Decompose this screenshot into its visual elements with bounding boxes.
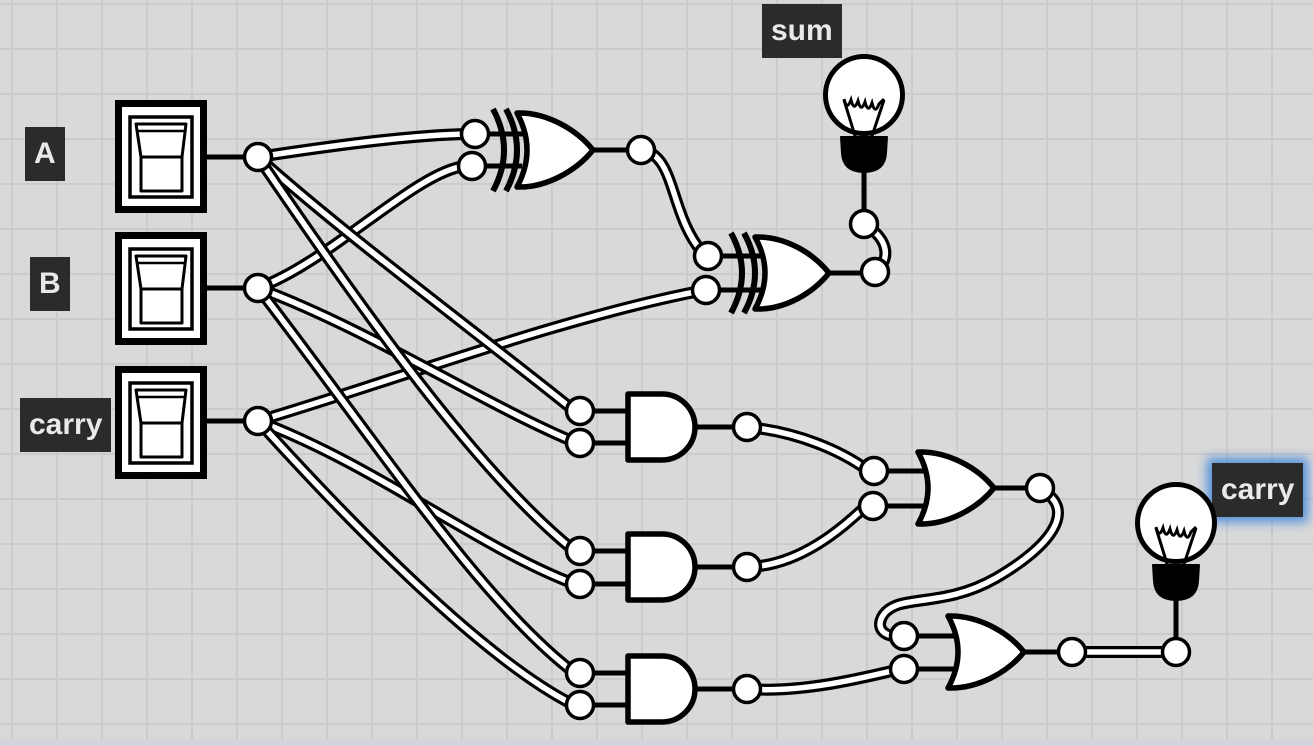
port-switch-carry-out[interactable]	[242, 405, 274, 437]
sum-bulb[interactable]	[823, 54, 905, 173]
port-and1-out[interactable]	[731, 411, 763, 443]
and-gate-1[interactable]	[625, 391, 698, 463]
port-xor2-out[interactable]	[859, 256, 891, 288]
wire-b-and3[interactable]	[252, 282, 578, 677]
label-input-a[interactable]: A	[25, 127, 65, 181]
label-input-b[interactable]: B	[30, 257, 70, 311]
or-gate-2[interactable]	[945, 613, 1027, 691]
wire-b-xor1[interactable]	[252, 160, 471, 294]
wires	[252, 128, 1174, 710]
port-carry-bulb-in[interactable]	[1160, 636, 1192, 668]
port-xor2-in1[interactable]	[692, 240, 724, 272]
label-sum-out[interactable]: sum	[762, 4, 842, 58]
xor-gate-2[interactable]	[728, 231, 832, 315]
canvas-bottom-edge	[0, 739, 1313, 746]
wire-a-and1[interactable]	[252, 151, 578, 415]
wire-xor1-xor2[interactable]	[635, 144, 708, 258]
toggle-switch-carry[interactable]	[115, 366, 207, 479]
port-and3-in2[interactable]	[564, 689, 596, 721]
port-sum-bulb-in[interactable]	[848, 208, 880, 240]
port-or2-in2[interactable]	[888, 653, 920, 685]
toggle-switch-a[interactable]	[115, 100, 207, 213]
port-and2-out[interactable]	[731, 551, 763, 583]
port-and3-in1[interactable]	[564, 657, 596, 689]
and-gate-3[interactable]	[625, 653, 698, 725]
port-or1-out[interactable]	[1024, 472, 1056, 504]
port-xor1-in2[interactable]	[456, 150, 488, 182]
carry-bulb[interactable]	[1135, 482, 1217, 601]
and-gate-2[interactable]	[625, 531, 698, 603]
label-carry-out[interactable]: carry	[1212, 463, 1304, 517]
port-and1-in1[interactable]	[564, 395, 596, 427]
wire-and3-or2[interactable]	[741, 664, 902, 696]
port-switch-b-out[interactable]	[242, 272, 274, 304]
toggle-switch-b[interactable]	[115, 232, 207, 345]
port-or1-in2[interactable]	[857, 490, 889, 522]
port-xor2-in2[interactable]	[690, 274, 722, 306]
port-xor1-in1[interactable]	[459, 118, 491, 150]
label-carry-in[interactable]: carry	[20, 398, 112, 452]
ports	[242, 118, 1192, 721]
port-switch-a-out[interactable]	[242, 141, 274, 173]
wire-and1-or1[interactable]	[741, 421, 872, 475]
port-or2-in1[interactable]	[888, 620, 920, 652]
port-and2-in2[interactable]	[564, 568, 596, 600]
port-or1-in1[interactable]	[858, 455, 890, 487]
wire-carry-xor2[interactable]	[252, 285, 706, 427]
wire-carry-and3[interactable]	[252, 415, 578, 710]
port-and3-out[interactable]	[731, 673, 763, 705]
port-and2-in1[interactable]	[564, 535, 596, 567]
wire-a-and2[interactable]	[252, 151, 578, 555]
or-gate-1[interactable]	[915, 449, 997, 527]
wire-a-xor1[interactable]	[252, 128, 474, 163]
wire-b-and1[interactable]	[252, 282, 578, 447]
port-or2-out[interactable]	[1056, 636, 1088, 668]
wire-or1-or2[interactable]	[874, 483, 1064, 643]
wire-and2-or1[interactable]	[741, 501, 871, 573]
port-xor1-out[interactable]	[625, 134, 657, 166]
port-and1-in2[interactable]	[564, 427, 596, 459]
xor-gate-1[interactable]	[490, 107, 596, 193]
